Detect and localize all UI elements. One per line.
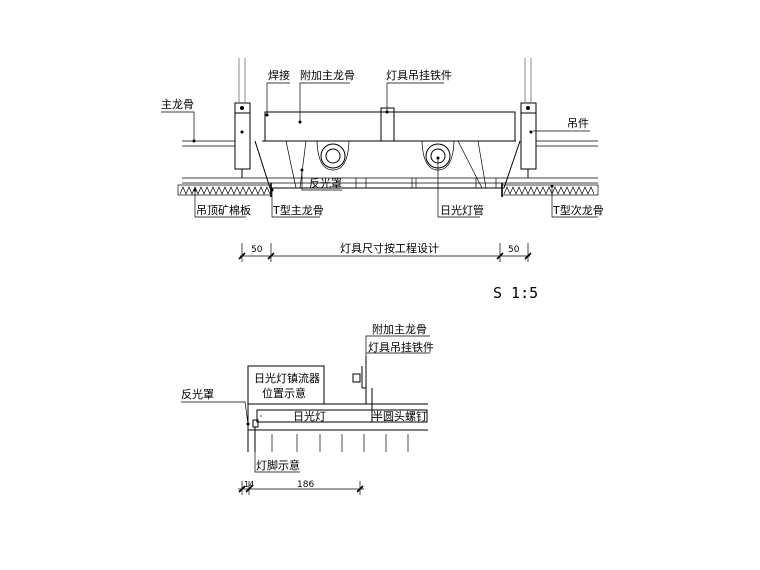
label-ballast-line2: 位置示意 [262, 386, 306, 400]
bottom-dimension-line [238, 481, 364, 495]
bottom-section: 附加主龙骨 灯具吊挂铁件 日光灯镇流器 位置示意 反光罩 日光灯 半圆头螺钉 灯… [181, 322, 434, 495]
main-keel-lines [182, 140, 598, 184]
label-t-main-keel: T型主龙骨 [272, 203, 324, 217]
right-hanger-assembly [520, 58, 537, 178]
dim-main-186: 186 [297, 480, 314, 490]
reflector-housing [254, 140, 521, 189]
scale-label: S 1:5 [493, 284, 538, 302]
label-main-keel: 主龙骨 [161, 98, 194, 111]
label-lamp-pin: 灯脚示意 [256, 458, 300, 472]
dim-left-50: 50 [251, 245, 263, 255]
bottom-leaders [181, 335, 430, 473]
label-extra-main-keel: 附加主龙骨 [300, 68, 355, 82]
label-ballast-line1: 日光灯镇流器 [254, 371, 320, 385]
top-section: 焊接 附加主龙骨 灯具吊挂铁件 主龙骨 吊件 反光罩 吊顶矿棉板 T型主龙骨 日… [161, 58, 604, 262]
bottom-hanger-iron [352, 356, 373, 404]
label-reflector: 反光罩 [309, 176, 342, 190]
label-extra-main-keel-bottom: 附加主龙骨 [372, 322, 427, 336]
ceiling-board-left [177, 184, 272, 196]
top-leaders [161, 82, 598, 218]
dim-center-lamp-size: 灯具尺寸按工程设计 [340, 241, 439, 255]
label-ceiling-board: 吊顶矿棉板 [196, 203, 251, 217]
top-dimension-line [238, 243, 532, 262]
label-lamp-hanger-iron-bottom: 灯具吊挂铁件 [368, 340, 434, 354]
label-weld: 焊接 [268, 68, 290, 82]
dim-left-14: 14 [244, 480, 254, 489]
label-round-head-screw: 半圆头螺钉 [372, 409, 427, 423]
label-reflector-bottom: 反光罩 [181, 387, 214, 401]
extra-main-keel-box [264, 107, 516, 142]
label-lamp-hanger-iron: 灯具吊挂铁件 [386, 68, 452, 82]
label-fluorescent-tube: 日光灯管 [440, 203, 484, 217]
label-hanger: 吊件 [567, 117, 589, 130]
left-hanger-assembly [234, 58, 251, 178]
label-fluorescent-lamp: 日光灯 [293, 409, 326, 423]
ceiling-board-right [501, 184, 599, 196]
dim-right-50: 50 [508, 245, 520, 255]
bottom-housing [247, 403, 428, 452]
label-t-cross-keel: T型次龙骨 [552, 203, 604, 217]
